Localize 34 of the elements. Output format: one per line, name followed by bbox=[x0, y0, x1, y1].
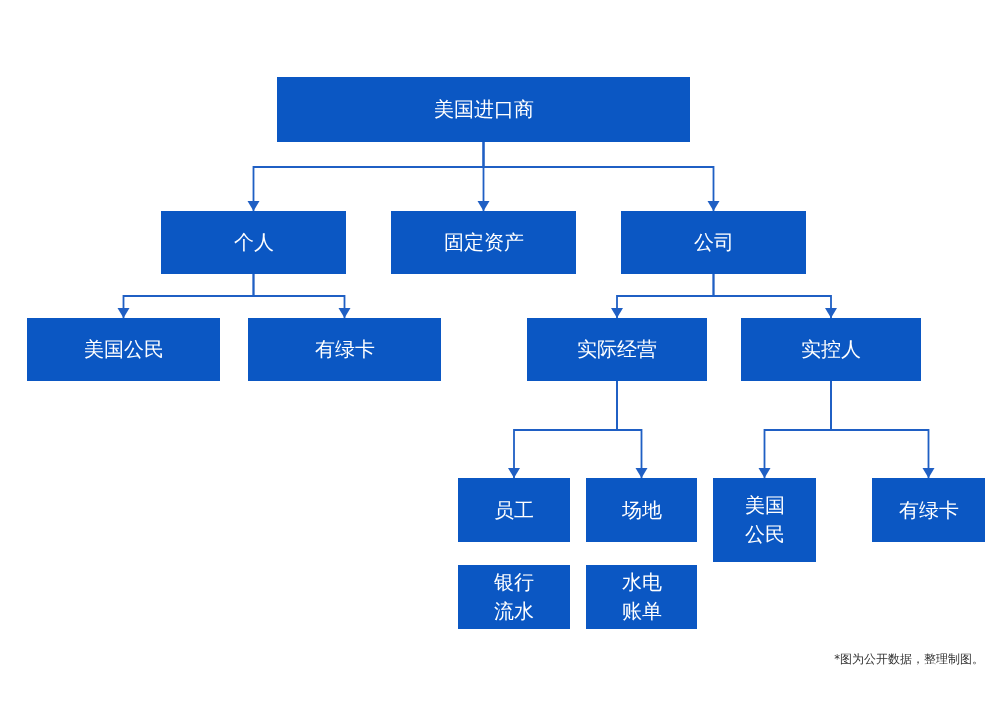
org-chart-box bbox=[161, 211, 346, 274]
box-label: 员工 bbox=[494, 496, 534, 524]
box-label: 美国公民 bbox=[83, 336, 164, 363]
org-chart-box bbox=[741, 318, 921, 381]
arrow bbox=[830, 380, 935, 479]
org-chart-box bbox=[458, 565, 570, 629]
org-chart-box bbox=[713, 478, 816, 562]
arrow bbox=[252, 273, 351, 319]
org-chart-box bbox=[248, 318, 441, 381]
org-chart-box bbox=[527, 318, 707, 381]
org-chart-box bbox=[621, 211, 806, 274]
org-chart-box bbox=[277, 77, 690, 142]
box-label: 有绿卡 bbox=[898, 496, 959, 524]
box-label: 固定资产 bbox=[443, 229, 524, 256]
box-label: 实控人 bbox=[801, 336, 861, 363]
arrow bbox=[712, 273, 837, 319]
box-label: 美国公民 bbox=[743, 492, 786, 548]
box-label: 实际经营 bbox=[577, 336, 657, 363]
footnote: *图为公开数据，整理制图。 bbox=[834, 652, 984, 667]
arrow bbox=[482, 141, 720, 212]
box-label: 有绿卡 bbox=[314, 336, 375, 363]
box-label: 水电账单 bbox=[620, 569, 663, 625]
org-chart-box bbox=[872, 478, 985, 542]
box-label: 银行流水 bbox=[493, 569, 535, 625]
org-chart-box bbox=[586, 478, 697, 542]
org-chart-box bbox=[391, 211, 576, 274]
org-chart-box bbox=[27, 318, 220, 381]
box-label: 个人 bbox=[233, 229, 274, 256]
box-label: 场地 bbox=[621, 496, 662, 524]
arrow bbox=[616, 380, 648, 479]
box-label: 公司 bbox=[693, 229, 734, 256]
org-chart-box bbox=[458, 478, 570, 542]
box-label: 美国进口商 bbox=[433, 96, 534, 123]
org-chart-box bbox=[586, 565, 697, 629]
